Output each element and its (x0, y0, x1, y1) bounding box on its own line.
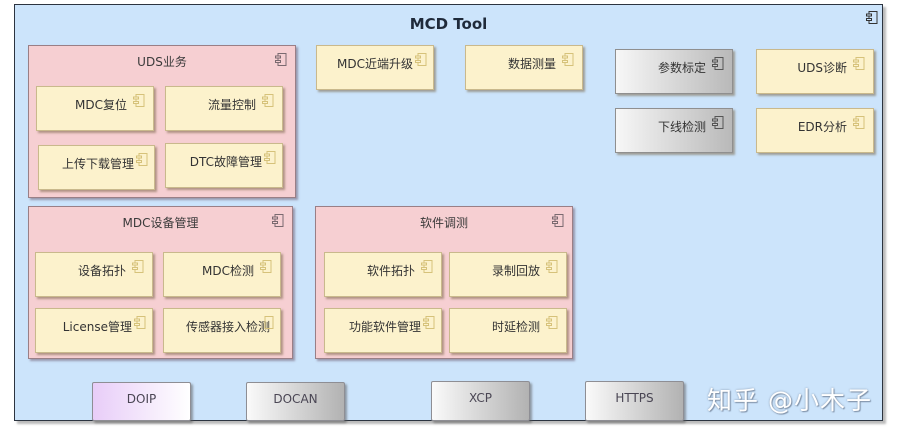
component-icon (421, 260, 433, 273)
package-title: 软件调测 (419, 216, 468, 230)
component-icon (853, 116, 865, 129)
component-edr-analysis[interactable]: EDR分析 (756, 108, 874, 153)
protocol-xcp[interactable]: XCP (431, 381, 530, 421)
component-label: 录制回放 (491, 264, 540, 278)
component-label: 软件拓扑 (366, 264, 415, 278)
package-software-debug: 软件调测 软件拓扑 录制回放 功能软件管理 时延检测 (315, 206, 573, 359)
diagram-title: MCD Tool (409, 15, 488, 33)
component-icon (132, 260, 144, 273)
package-title: MDC设备管理 (122, 216, 199, 230)
protocol-docan[interactable]: DOCAN (246, 382, 345, 421)
component-device-topology[interactable]: 设备拓扑 (35, 252, 153, 297)
component-icon (134, 316, 146, 329)
component-label: 设备拓扑 (77, 264, 126, 278)
component-label: 功能软件管理 (348, 320, 421, 334)
component-offline-check[interactable]: 下线检测 (615, 108, 733, 153)
component-license-management[interactable]: License管理 (35, 308, 153, 353)
component-icon (546, 260, 558, 273)
component-label: 数据测量 (507, 57, 556, 71)
component-label: 流量控制 (207, 98, 256, 112)
component-software-topology[interactable]: 软件拓扑 (324, 252, 442, 297)
component-icon (415, 53, 427, 66)
component-label: UDS诊断 (797, 61, 847, 75)
protocol-doip[interactable]: DOIP (92, 382, 191, 421)
component-icon (260, 260, 272, 273)
package-title: UDS业务 (137, 55, 187, 69)
component-label: MDC检测 (202, 264, 254, 278)
component-icon (562, 53, 574, 66)
component-uds-diagnosis[interactable]: UDS诊断 (756, 49, 874, 94)
component-icon (546, 316, 558, 329)
component-dtc-fault[interactable]: DTC故障管理 (165, 143, 283, 188)
component-label: DTC故障管理 (189, 155, 262, 169)
component-latency-check[interactable]: 时延检测 (449, 308, 567, 353)
component-label: License管理 (62, 320, 132, 334)
component-label: 参数标定 (657, 61, 706, 75)
component-icon (272, 214, 284, 227)
protocol-label: HTTPS (615, 391, 654, 405)
component-label: EDR分析 (797, 120, 847, 134)
component-label: 时延检测 (491, 320, 540, 334)
component-label: 上传下载管理 (61, 157, 134, 171)
component-upload-download[interactable]: 上传下载管理 (38, 145, 155, 190)
component-sensor-access-check[interactable]: 传感器接入检测 (163, 308, 281, 353)
component-mdc-near-upgrade[interactable]: MDC近端升级 (316, 45, 434, 90)
component-record-playback[interactable]: 录制回放 (449, 252, 567, 297)
protocol-label: DOIP (126, 392, 157, 406)
component-label: MDC近端升级 (337, 57, 413, 71)
component-icon (133, 94, 145, 107)
component-parameter-calibration[interactable]: 参数标定 (615, 49, 733, 94)
component-icon (853, 57, 865, 70)
component-icon (275, 53, 287, 66)
component-function-software-mgmt[interactable]: 功能软件管理 (324, 308, 442, 353)
component-data-measurement[interactable]: 数据测量 (465, 45, 583, 90)
protocol-label: DOCAN (273, 392, 318, 406)
component-icon (552, 214, 564, 227)
component-icon (866, 11, 878, 24)
protocol-label: XCP (469, 391, 492, 405)
component-icon (262, 316, 274, 329)
component-icon (264, 151, 276, 164)
protocol-https[interactable]: HTTPS (585, 381, 684, 421)
package-mdc-device-management: MDC设备管理 设备拓扑 MDC检测 License管理 传感器接入检测 (28, 206, 293, 359)
component-mdc-check[interactable]: MDC检测 (163, 252, 281, 297)
component-label: 下线检测 (657, 120, 706, 134)
package-uds-business: UDS业务 MDC复位 流量控制 上传下载管理 DTC故障管理 (28, 45, 296, 198)
component-icon (712, 57, 724, 70)
component-flow-control[interactable]: 流量控制 (165, 86, 283, 131)
watermark: 知乎 @小木子 (707, 386, 872, 415)
component-mdc-reset[interactable]: MDC复位 (36, 86, 154, 131)
component-label: 传感器接入检测 (185, 320, 270, 334)
component-icon (136, 153, 148, 166)
component-icon (423, 316, 435, 329)
component-label: MDC复位 (75, 98, 127, 112)
component-icon (712, 116, 724, 129)
component-icon (262, 94, 274, 107)
